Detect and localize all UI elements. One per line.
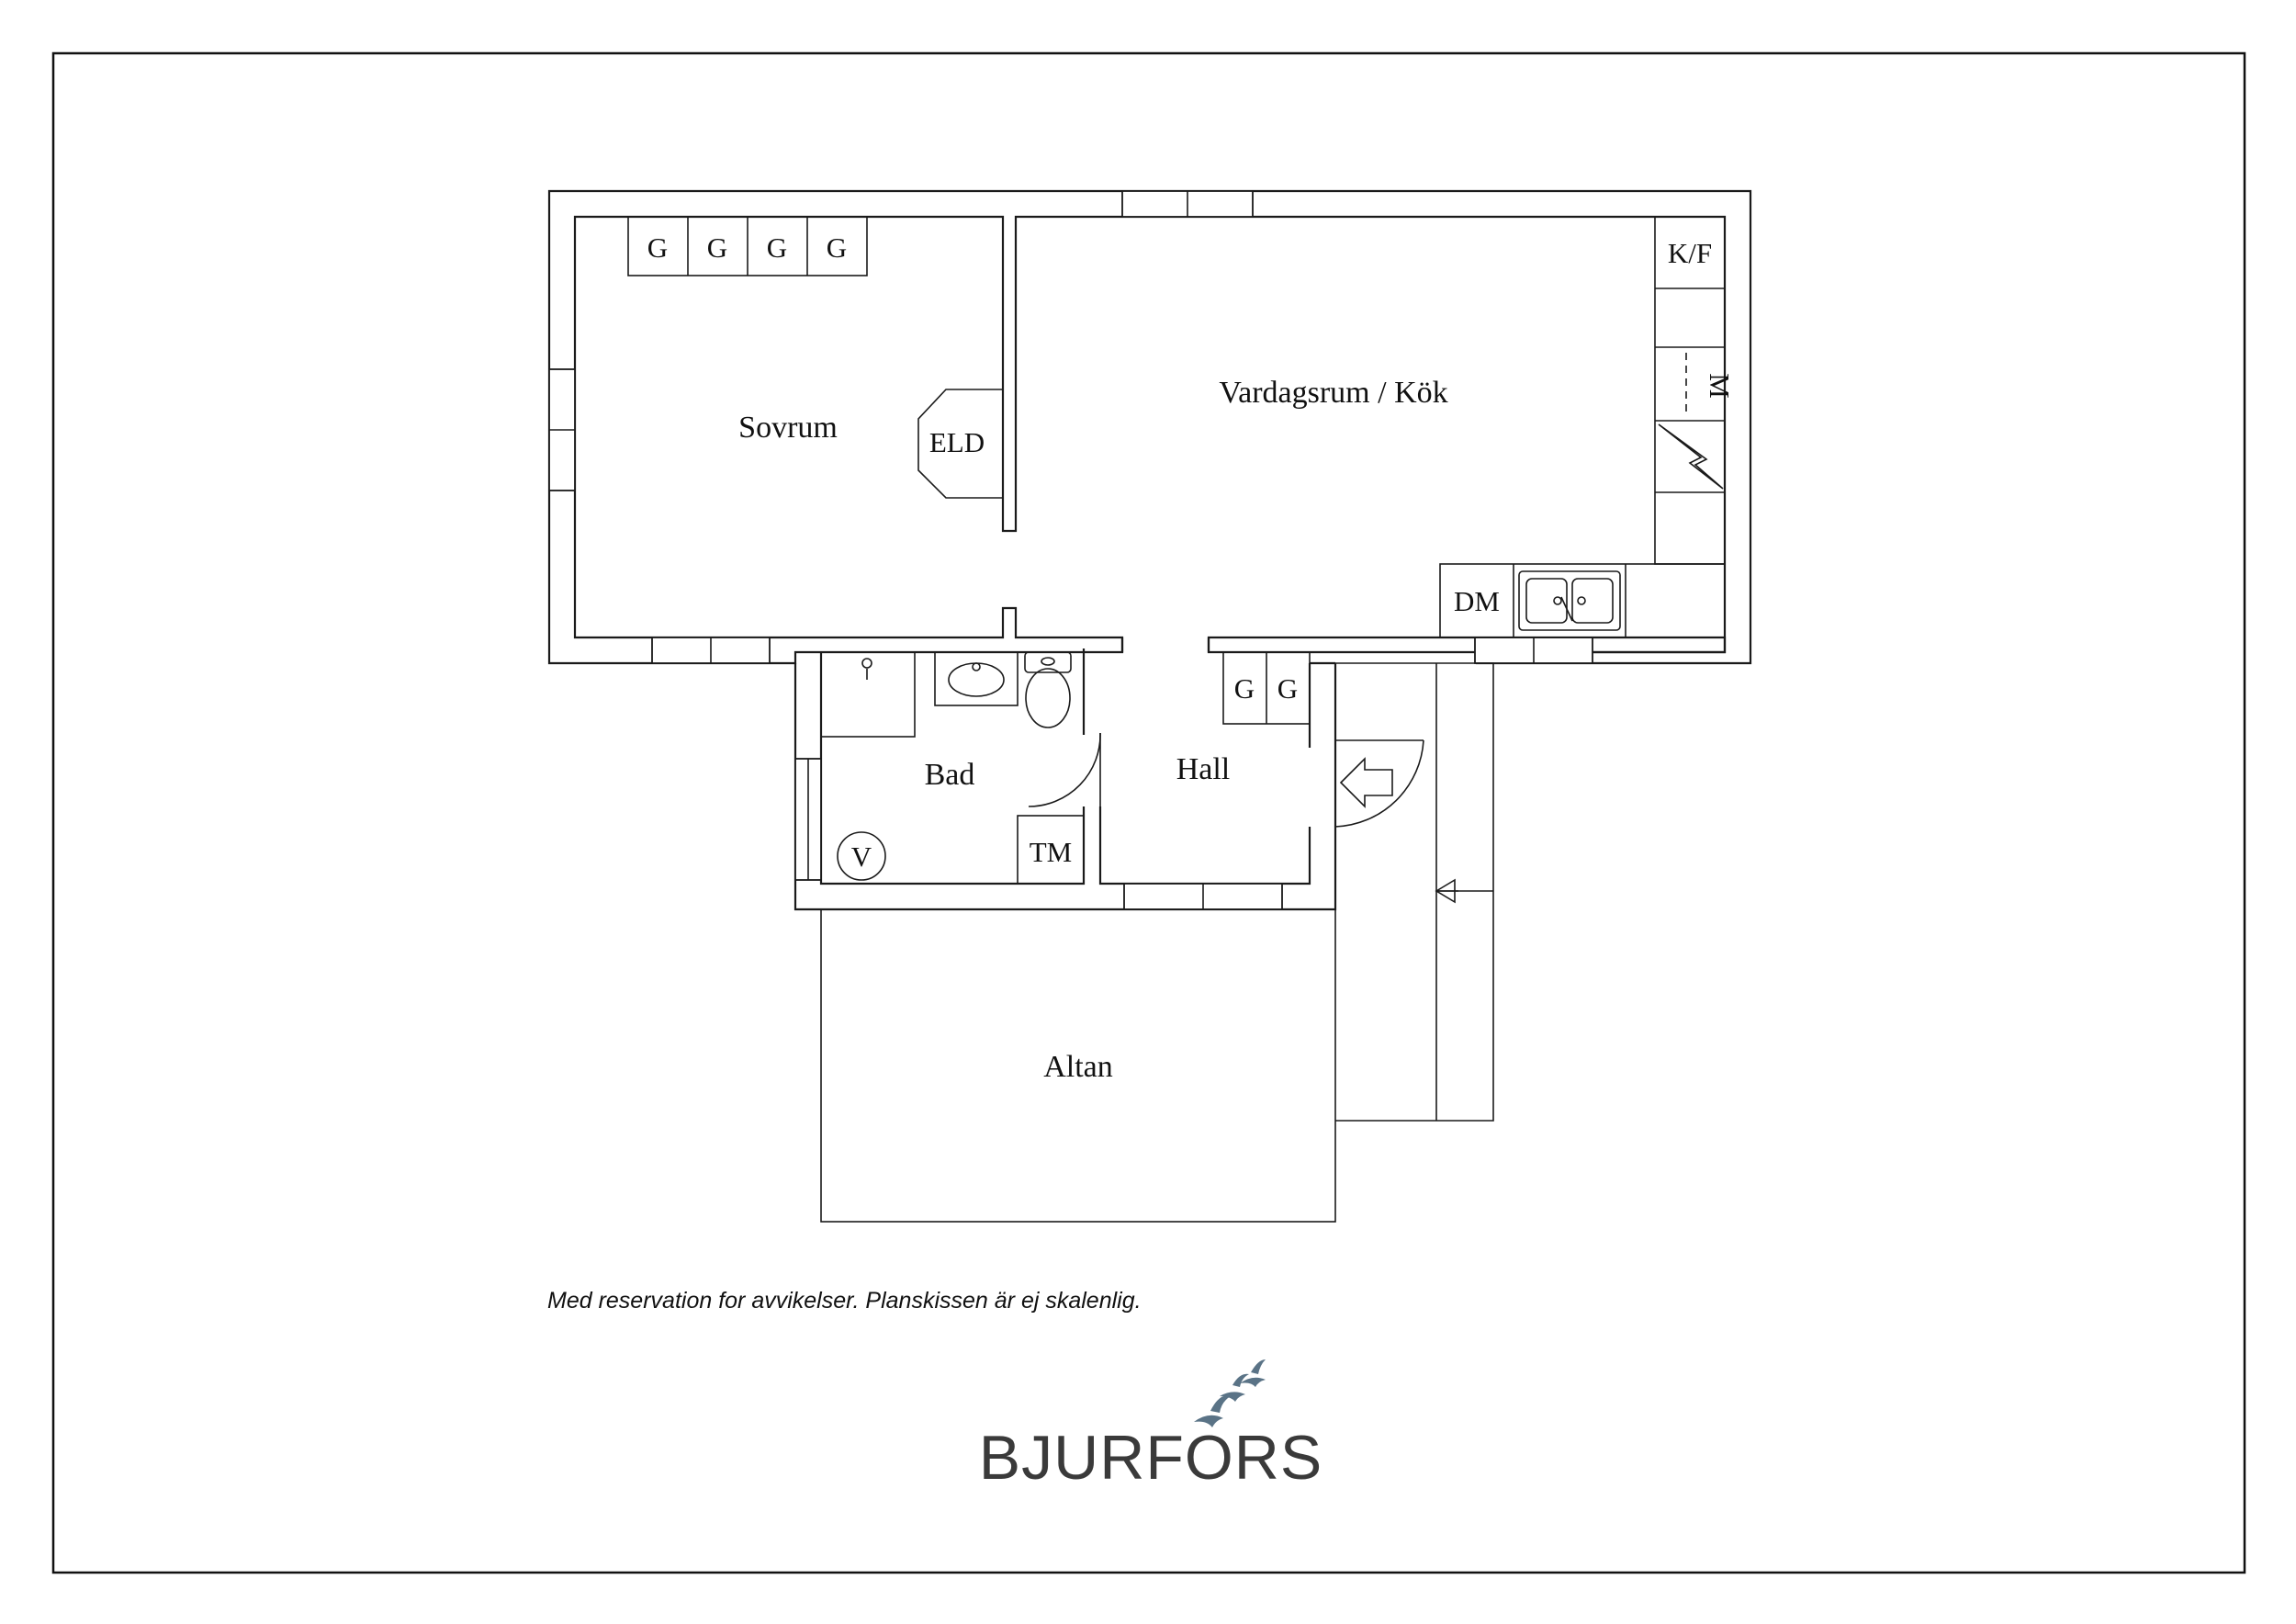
sink [934, 651, 1019, 706]
room-label-vardagsrum: Vardagsrum / Kök [1219, 376, 1447, 410]
water-heater [837, 831, 886, 881]
washing-machine [1017, 815, 1085, 885]
bedroom-wardrobe-1: G [647, 231, 668, 264]
washing-machine-label: TM [1030, 836, 1073, 868]
entry-arrow-icon [1339, 757, 1393, 808]
disclaimer: Med reservation for avvikelser. Planskis… [547, 1288, 1142, 1314]
bedroom-wardrobe-3: G [767, 231, 787, 264]
page-frame [51, 51, 2246, 1574]
room-label-sovrum: Sovrum [738, 411, 838, 445]
dishwasher-label: DM [1454, 585, 1500, 617]
deck [820, 662, 1494, 1223]
microwave-label: M [1704, 373, 1736, 399]
bedroom-wardrobe-4: G [827, 231, 847, 264]
stove-icon [1658, 423, 1724, 490]
logo-text: BJURFORS [979, 1423, 1322, 1493]
bedroom-wardrobe-2: G [707, 231, 727, 264]
house-walls [547, 189, 1752, 665]
room-label-altan: Altan [1043, 1050, 1113, 1084]
hall-wardrobes: G G [1222, 651, 1393, 808]
walkway-arrow-icon [1435, 878, 1458, 904]
room-label-hall: Hall [1176, 752, 1231, 786]
toilet [1024, 651, 1072, 728]
bedroom-fixtures: G G G G ELD [627, 216, 1003, 499]
water-heater-label: V [851, 840, 872, 873]
kitchen-fixtures: K/F M DM [1439, 216, 1736, 638]
annex-walls [793, 637, 1424, 911]
fireplace [917, 389, 1003, 499]
birds-icon [1194, 1359, 1266, 1427]
kitchen-sink [1518, 570, 1621, 631]
room-label-bad: Bad [925, 758, 975, 792]
shower [820, 651, 916, 738]
bath-fixtures: TM V [820, 651, 1085, 885]
fridge-freezer-label: K/F [1668, 237, 1712, 269]
fireplace-label: ELD [929, 426, 985, 458]
bjurfors-logo: BJURFORS [979, 1359, 1322, 1493]
hall-wardrobe-1: G [1234, 672, 1255, 705]
hall-wardrobe-2: G [1277, 672, 1298, 705]
